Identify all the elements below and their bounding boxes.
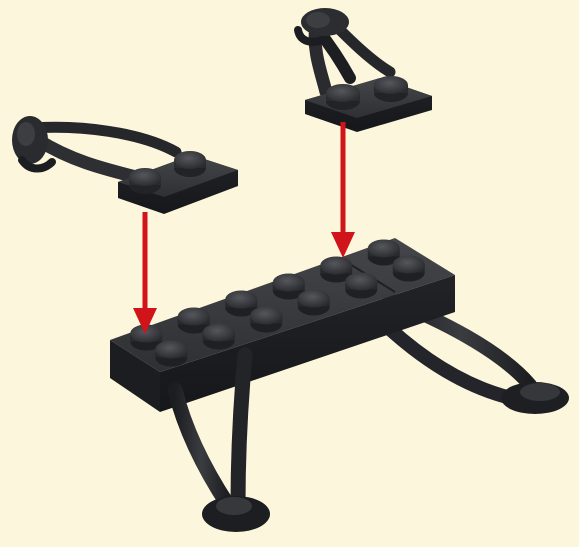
base-plate-stud <box>203 324 235 350</box>
left-strut-plate <box>12 116 238 214</box>
base-plate-stud <box>298 290 330 316</box>
left-placement-arrow <box>133 212 157 334</box>
base-plate-stud <box>345 273 377 299</box>
base-plate-stud <box>393 256 425 282</box>
base-plate-stud <box>155 341 187 367</box>
left-plate-stud <box>174 151 206 177</box>
right-plate-stud <box>326 84 360 110</box>
left-plate-stud <box>129 168 161 194</box>
right-strut-plate <box>298 8 432 132</box>
right-placement-arrow <box>331 122 355 258</box>
base-plate-stud <box>250 307 282 333</box>
right-plate-stud <box>374 76 408 102</box>
